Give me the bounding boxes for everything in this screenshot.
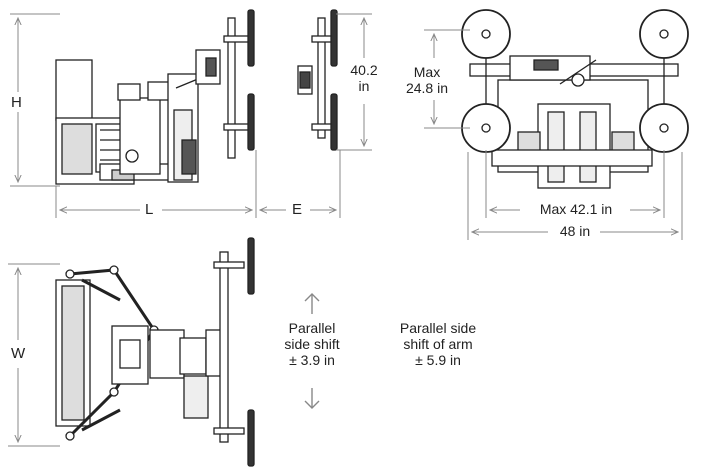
cup-spacing-dimension bbox=[336, 13, 372, 151]
parallel-shift-label: Parallel side shift ± 3.9 in bbox=[262, 320, 362, 368]
overall-width-label: 48 in bbox=[559, 223, 591, 239]
max-vertical-line1: Max bbox=[413, 64, 441, 80]
max-vertical-label: Max 24.8 in bbox=[392, 64, 462, 96]
front-view bbox=[461, 9, 689, 189]
cup-spacing-value: 40.2 bbox=[350, 62, 378, 78]
arm-shift-line1: Parallel side bbox=[399, 320, 477, 336]
arrow-up-icon bbox=[304, 293, 320, 314]
cup-spacing-unit: in bbox=[358, 78, 370, 95]
parallel-shift-arrows bbox=[304, 293, 320, 409]
top-view-dimensions bbox=[8, 263, 60, 447]
parallel-shift-line2: side shift bbox=[284, 336, 340, 353]
cup-frame-side-view bbox=[297, 9, 338, 151]
arrow-down-icon bbox=[304, 388, 320, 409]
top-view bbox=[55, 237, 255, 467]
front-view-dimensions bbox=[424, 29, 683, 240]
parallel-shift-line1: Parallel bbox=[288, 320, 336, 336]
length-label: L bbox=[145, 201, 154, 218]
max-vertical-line2: 24.8 in bbox=[405, 80, 449, 97]
height-label: H bbox=[11, 94, 22, 111]
arm-shift-line3: ± 5.9 in bbox=[415, 352, 461, 369]
side-view bbox=[55, 9, 255, 185]
extension-label: E bbox=[292, 201, 303, 218]
side-view-dimensions bbox=[10, 13, 341, 218]
arm-shift-line2: shift of arm bbox=[403, 336, 473, 353]
width-label: W bbox=[11, 345, 26, 362]
parallel-shift-line3: ± 3.9 in bbox=[289, 352, 335, 369]
max-width-label: Max 42.1 in bbox=[539, 201, 613, 217]
arm-shift-label: Parallel side shift of arm ± 5.9 in bbox=[376, 320, 500, 368]
cup-spacing-label: 40.2 in bbox=[339, 62, 389, 94]
